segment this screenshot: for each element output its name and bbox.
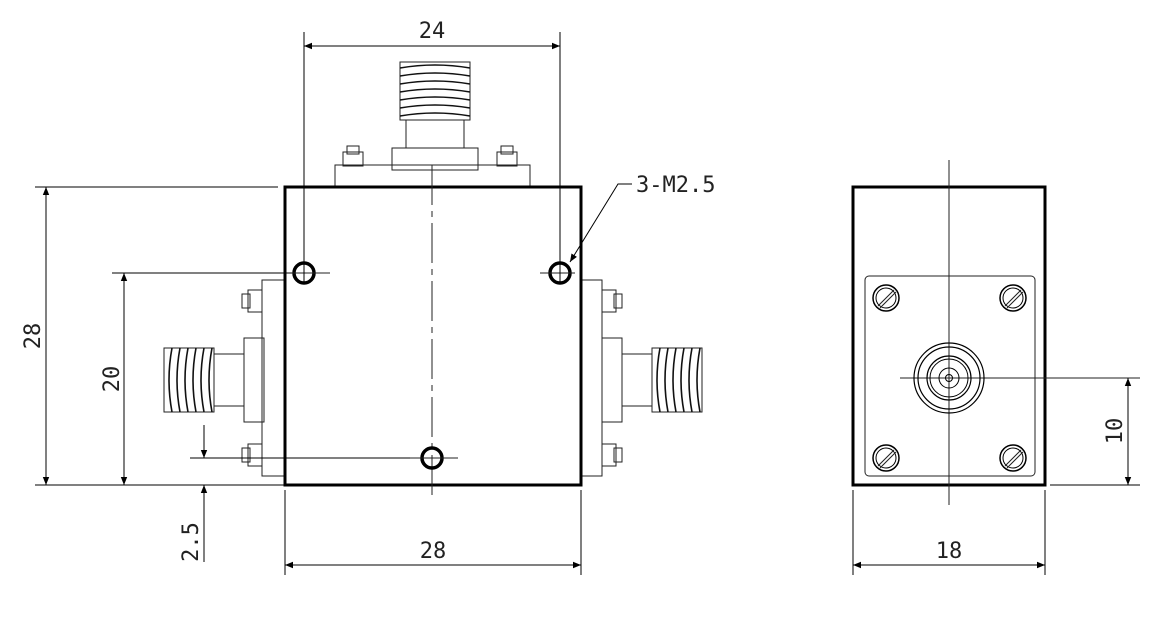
dim-bottom-offset: 2.5 — [179, 522, 204, 562]
top-connector — [334, 61, 531, 188]
front-view — [163, 61, 703, 495]
right-connector-threads — [656, 347, 701, 413]
dim-left-height: 28 — [21, 323, 46, 350]
side-dimensions: 10 18 — [852, 378, 1140, 575]
left-connector-threads — [168, 347, 213, 413]
flange-screws — [872, 284, 1027, 472]
side-connector — [913, 342, 985, 414]
top-connector-threads — [399, 64, 471, 117]
callout-label: 3-M2.5 — [636, 173, 715, 198]
dim-side-width: 18 — [936, 539, 963, 564]
right-connector — [579, 279, 703, 477]
dim-bottom-width: 28 — [420, 539, 447, 564]
dim-top-width: 24 — [419, 19, 446, 44]
front-body — [283, 185, 583, 487]
side-flange — [864, 275, 1036, 477]
callout-leader — [569, 183, 632, 263]
left-connector — [163, 279, 285, 477]
side-view — [851, 160, 1140, 505]
front-dimensions: 24 28 20 2.5 28 3-M2.5 — [21, 19, 715, 575]
dim-hole-spacing: 20 — [100, 366, 125, 393]
dim-side-height: 10 — [1103, 418, 1128, 445]
